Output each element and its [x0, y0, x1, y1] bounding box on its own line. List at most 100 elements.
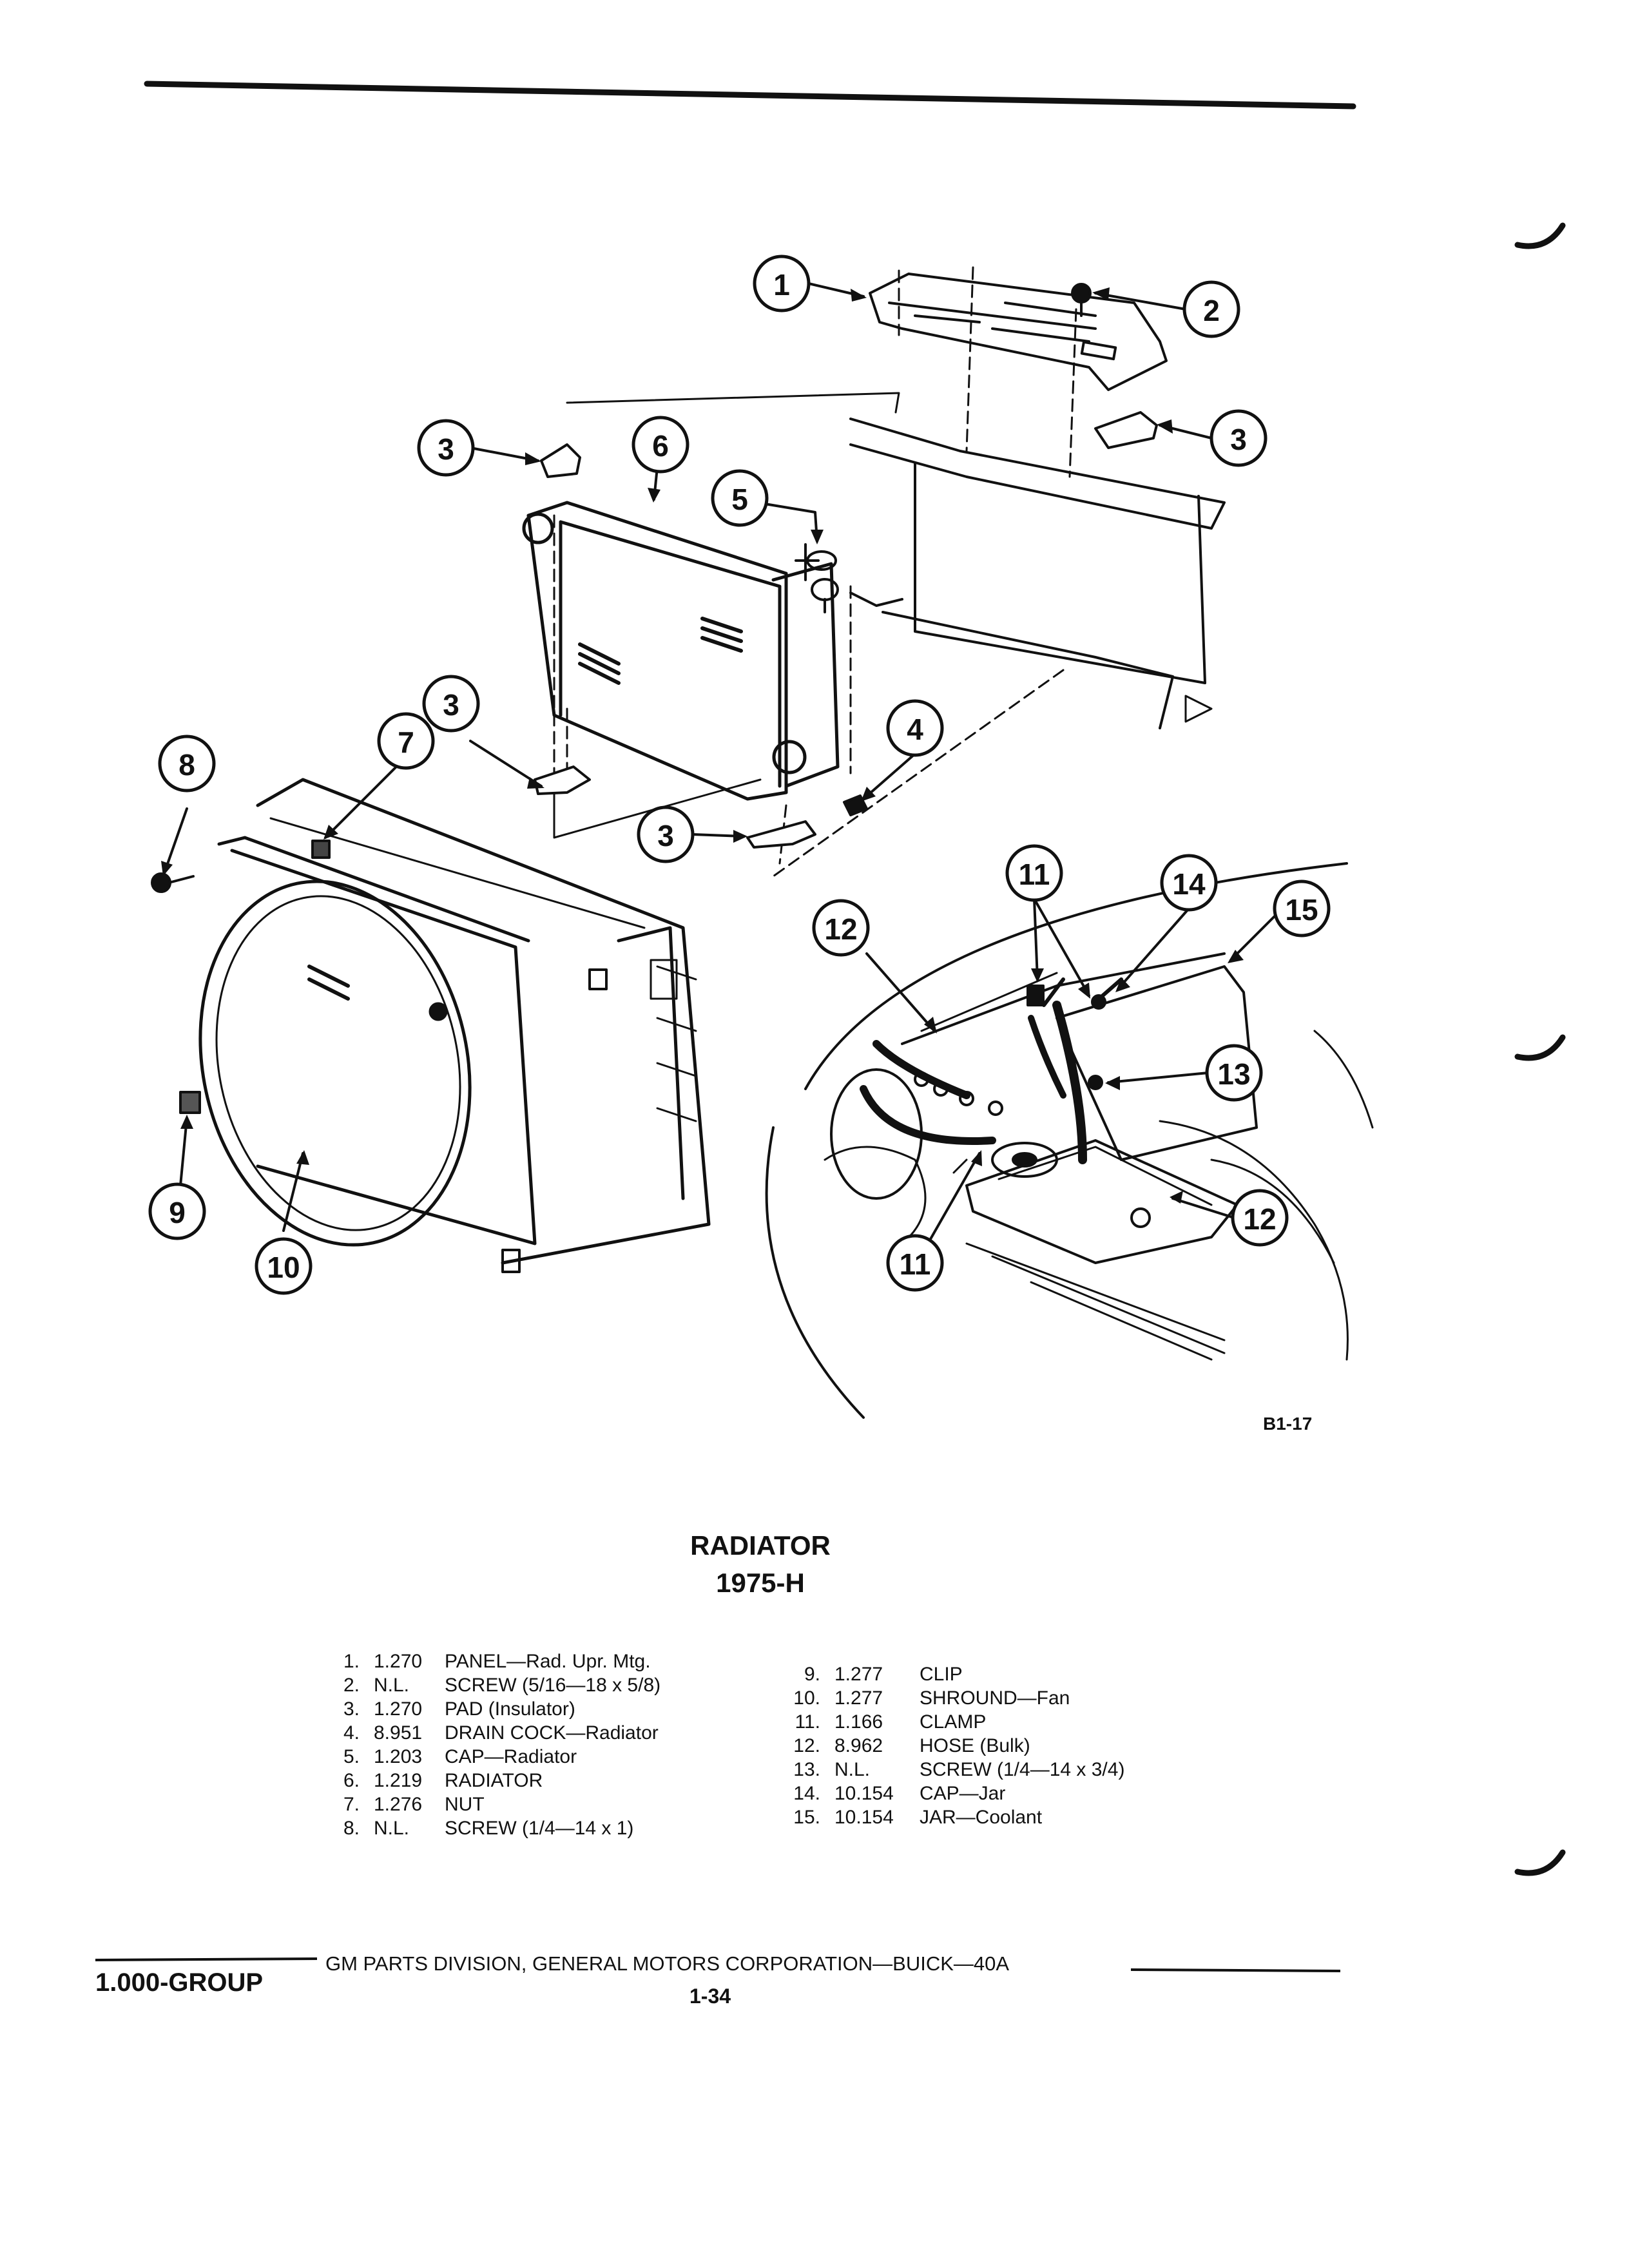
callout-7: 7 — [398, 726, 414, 759]
part-description: JAR—Coolant — [920, 1807, 1043, 1828]
part-description: CAP—Jar — [920, 1783, 1006, 1804]
fan-shroud-drawing — [198, 778, 711, 1273]
part-group-code: 1.276 — [374, 1794, 423, 1815]
callout-6: 6 — [652, 429, 669, 463]
part-description: RADIATOR — [445, 1770, 543, 1791]
part-number: 8. — [343, 1818, 360, 1839]
part-row: 1. 1.270 PANEL—Rad. Upr. Mtg. — [322, 1649, 660, 1673]
callout-3: 3 — [443, 688, 459, 722]
part-description: PAD (Insulator) — [445, 1698, 575, 1720]
part-row: 15. 10.154 JAR—Coolant — [770, 1805, 1124, 1829]
part-group-code: 1.203 — [374, 1746, 423, 1767]
part-number: 5. — [343, 1746, 360, 1767]
part-group-code: 8.962 — [834, 1735, 883, 1756]
part-group-code: N.L. — [374, 1818, 410, 1839]
part-row: 13. N.L. SCREW (1/4—14 x 3/4) — [770, 1758, 1124, 1782]
part-number: 13. — [793, 1759, 820, 1780]
part-group-code: N.L. — [834, 1759, 871, 1780]
figure-code: B1-17 — [1263, 1414, 1313, 1434]
part-number: 14. — [793, 1783, 820, 1804]
pad-drawing — [534, 411, 1158, 849]
callout-3: 3 — [657, 819, 674, 852]
nut-drawing — [311, 840, 331, 859]
coolant-jar-detail-drawing — [765, 862, 1374, 1419]
part-description: HOSE (Bulk) — [920, 1735, 1030, 1756]
part-group-code: N.L. — [374, 1675, 410, 1696]
part-group-code: 1.277 — [834, 1664, 883, 1685]
part-row: 8. N.L. SCREW (1/4—14 x 1) — [322, 1816, 660, 1840]
binding-mark — [1514, 222, 1566, 249]
upper-mounting-panel-drawing — [869, 273, 1168, 391]
part-group-code: 1.219 — [374, 1770, 423, 1791]
part-group-code: 10.154 — [834, 1783, 894, 1804]
callout-12: 12 — [824, 912, 857, 946]
title-line-1: RADIATOR — [690, 1530, 831, 1561]
callout-3: 3 — [438, 432, 454, 466]
callout-11: 11 — [900, 1247, 931, 1281]
radiator-core-drawing — [522, 501, 840, 801]
part-description: CAP—Radiator — [445, 1746, 577, 1767]
figure-title: RADIATOR 1975-H — [580, 1527, 941, 1602]
top-rule — [144, 81, 1356, 110]
part-group-code: 1.277 — [834, 1687, 883, 1709]
part-number: 10. — [793, 1687, 820, 1709]
callout-13: 13 — [1217, 1057, 1250, 1091]
callout-1: 1 — [773, 268, 790, 302]
callout-5: 5 — [731, 483, 748, 516]
callout-15: 15 — [1285, 893, 1318, 927]
part-description: SCREW (1/4—14 x 3/4) — [920, 1759, 1125, 1780]
callout-4: 4 — [907, 713, 923, 746]
footer-group-label: 1.000-GROUP — [95, 1968, 264, 1997]
callout-9: 9 — [169, 1196, 186, 1229]
part-row: 3. 1.270 PAD (Insulator) — [322, 1697, 660, 1721]
callout-14: 14 — [1172, 867, 1206, 901]
core-support-drawing — [849, 418, 1226, 729]
binding-mark — [1514, 1849, 1566, 1876]
part-description: CLAMP — [920, 1711, 987, 1733]
screw-drawing — [151, 872, 195, 893]
part-description: SCREW (5/16—18 x 5/8) — [445, 1675, 661, 1696]
radiator-cap-drawing — [806, 550, 839, 613]
callout-12: 12 — [1243, 1202, 1276, 1236]
callout-8: 8 — [178, 748, 195, 782]
clip-drawing — [179, 1091, 201, 1114]
part-number: 6. — [343, 1770, 360, 1791]
part-group-code: 10.154 — [834, 1807, 894, 1828]
part-row: 2. N.L. SCREW (5/16—18 x 5/8) — [322, 1673, 660, 1697]
part-number: 2. — [343, 1675, 360, 1696]
callout-10: 10 — [267, 1251, 300, 1284]
part-description: PANEL—Rad. Upr. Mtg. — [445, 1651, 651, 1672]
part-row: 6. 1.219 RADIATOR — [322, 1769, 660, 1792]
part-number: 7. — [343, 1794, 360, 1815]
part-number: 9. — [804, 1664, 820, 1685]
page-number: 1-34 — [689, 1984, 731, 2008]
parts-list-left: 1. 1.270 PANEL—Rad. Upr. Mtg. 2. N.L. SCREW (… — [322, 1649, 660, 1840]
screw-drawing — [1071, 283, 1092, 317]
part-number: 1. — [343, 1651, 360, 1672]
part-number: 3. — [343, 1698, 360, 1720]
callout-2: 2 — [1203, 294, 1220, 327]
part-number: 15. — [793, 1807, 820, 1828]
part-group-code: 1.270 — [374, 1698, 423, 1720]
part-number: 11. — [795, 1711, 820, 1733]
part-row: 10. 1.277 SHROUND—Fan — [770, 1686, 1124, 1710]
part-row: 5. 1.203 CAP—Radiator — [322, 1745, 660, 1769]
part-number: 4. — [343, 1722, 360, 1744]
part-row: 14. 10.154 CAP—Jar — [770, 1782, 1124, 1805]
callout-3: 3 — [1230, 423, 1247, 456]
part-group-code: 8.951 — [374, 1722, 423, 1744]
binding-mark — [1514, 1034, 1566, 1061]
title-line-2: 1975-H — [716, 1568, 805, 1598]
part-description: NUT — [445, 1794, 485, 1815]
footer-division-text: GM PARTS DIVISION, GENERAL MOTORS CORPOR… — [325, 1952, 1010, 1975]
part-description: SCREW (1/4—14 x 1) — [445, 1818, 634, 1839]
part-description: SHROUND—Fan — [920, 1687, 1070, 1709]
drain-cock-drawing — [843, 794, 868, 816]
part-group-code: 1.270 — [374, 1651, 423, 1672]
